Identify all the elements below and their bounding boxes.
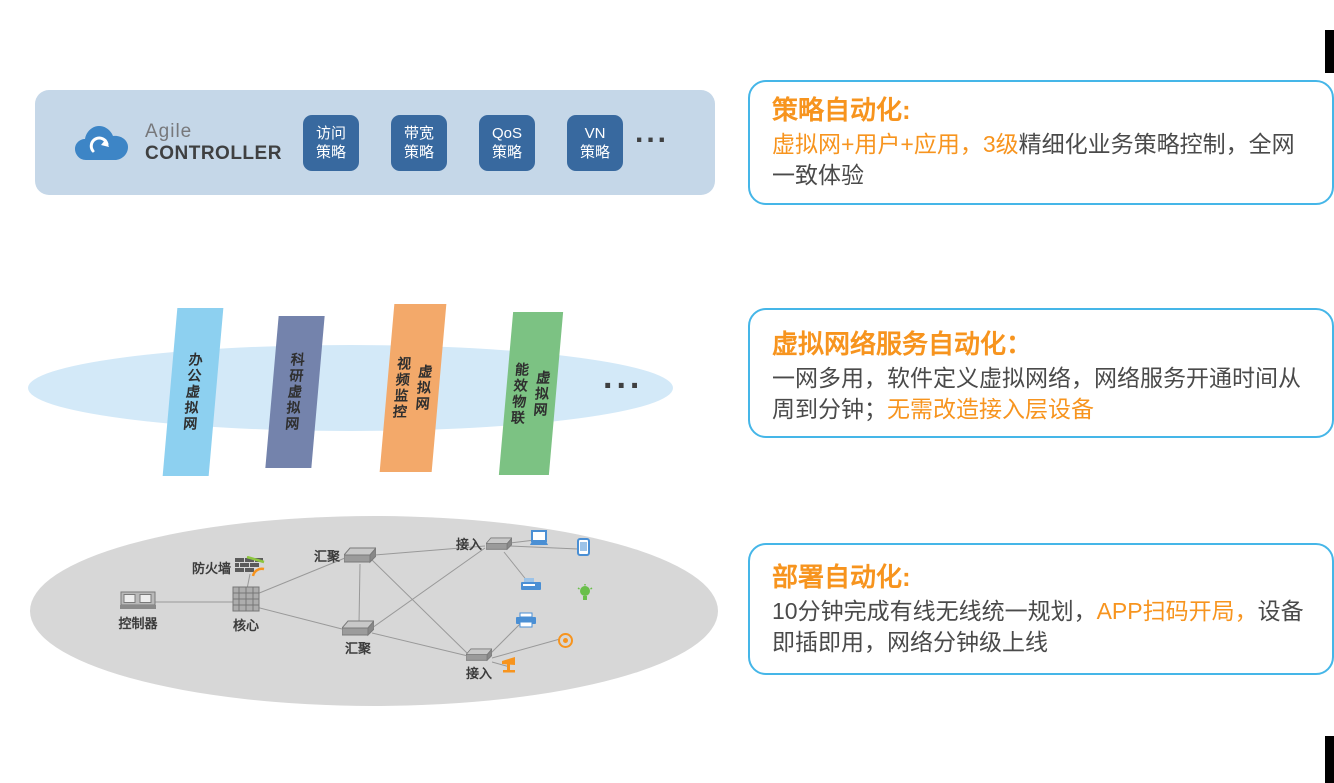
more-vns-ellipsis: ...	[603, 358, 644, 396]
policy-chip-vn: VN 策略	[567, 115, 623, 171]
aggregation-switch-icon	[340, 619, 376, 637]
chip-line: 策略	[579, 144, 610, 161]
card-title: 虚拟网络服务自动化：	[772, 329, 1033, 359]
card-text: 一网多用，软件定义虚拟网络，网络服务开通时间从周到分钟；	[772, 365, 1301, 422]
firewall-label: 防火墙	[192, 560, 232, 576]
policy-chip-access: 访问 策略	[303, 115, 359, 171]
screen-edge-artifact-top	[1325, 30, 1334, 73]
policy-chip-bandwidth: 带宽 策略	[391, 115, 447, 171]
topology-links	[137, 539, 579, 668]
card-deployment-automation: 部署自动化: 10分钟完成有线无线统一规划，APP扫码开局，设备即插即用，网络分…	[748, 543, 1334, 675]
chip-line: 带宽	[403, 125, 434, 142]
chip-line: VN	[584, 125, 606, 142]
access-switch-icon	[465, 647, 493, 662]
vn-bar-label: 科研虚拟网	[283, 352, 307, 432]
core-switch-icon	[231, 586, 261, 614]
access-bottom-node: 接入	[462, 647, 496, 682]
card-body: 10分钟完成有线无线统一规划，APP扫码开局，设备即插即用，网络分钟级上线	[772, 596, 1312, 658]
card-text: 10分钟完成有线无线统一规划，	[772, 598, 1097, 624]
card-vn-service-automation: 虚拟网络服务自动化： 一网多用，软件定义虚拟网络，网络服务开通时间从周到分钟；无…	[748, 308, 1334, 438]
vn-bar-research: 科研虚拟网	[265, 316, 325, 468]
vn-bar-label: 虚拟网	[413, 364, 435, 412]
chip-line: QoS	[491, 125, 522, 142]
access-top-node: 接入	[456, 534, 513, 553]
agile-controller-panel: Agile CONTROLLER 访问 策略 带宽 策略 QoS 策略 VN 策…	[35, 90, 715, 195]
chip-line: 访问	[315, 125, 346, 142]
card-text-highlight: 虚拟网+用户+应用，3级	[772, 131, 1019, 157]
card-text-highlight: 无需改造接入层设备	[887, 396, 1094, 422]
access-label: 接入	[456, 537, 483, 552]
vn-bar-label: 视频监控	[391, 356, 413, 420]
virtual-network-ellipse	[28, 345, 673, 431]
vn-bar-office: 办公虚拟网	[162, 308, 224, 476]
controller-icon	[120, 588, 156, 612]
printer-icon	[515, 612, 537, 628]
card-text: 精细化业务策略控制，全网一致体验	[772, 131, 1295, 188]
brand-name: Agile	[145, 120, 193, 142]
chip-line: 策略	[491, 144, 522, 161]
aggregation-label: 汇聚	[314, 549, 341, 564]
tablet-icon	[577, 538, 590, 556]
bulb-icon	[577, 584, 593, 602]
firewall-node: 防火墙	[192, 555, 265, 578]
aggregation-bottom-node: 汇聚	[340, 619, 376, 657]
card-body: 一网多用，软件定义虚拟网络，网络服务开通时间从周到分钟；无需改造接入层设备	[772, 363, 1312, 425]
vn-bar-label: 虚拟网	[531, 369, 553, 418]
vn-bar-label: 能效物联	[509, 361, 531, 426]
screen-edge-artifact-bottom	[1325, 736, 1334, 783]
card-policy-automation: 策略自动化: 虚拟网+用户+应用，3级精细化业务策略控制，全网一致体验	[748, 80, 1334, 205]
controller-node: 控制器	[112, 588, 164, 632]
card-text-highlight: APP扫码开局，	[1096, 598, 1258, 624]
aggregation-label: 汇聚	[344, 641, 371, 656]
laptop-icon	[527, 530, 551, 547]
more-policies-ellipsis: ...	[635, 116, 670, 149]
access-label: 接入	[465, 666, 492, 681]
ptz-camera-icon	[501, 656, 521, 675]
card-body: 虚拟网+用户+应用，3级精细化业务策略控制，全网一致体验	[772, 129, 1312, 191]
vn-bar-video-surveillance: 视频监控 虚拟网	[379, 304, 447, 472]
cloud-icon	[73, 123, 131, 163]
chip-line: 策略	[315, 144, 346, 161]
dome-camera-icon	[557, 632, 574, 649]
core-node: 核心	[226, 586, 266, 634]
card-title: 部署自动化:	[772, 562, 911, 592]
aggregation-top-node: 汇聚	[314, 546, 378, 565]
policy-chip-qos: QoS 策略	[479, 115, 535, 171]
brand-name-bold: CONTROLLER	[145, 142, 282, 164]
firewall-icon	[235, 555, 265, 578]
card-title: 策略自动化:	[772, 95, 911, 125]
scanner-icon	[519, 577, 543, 592]
core-label: 核心	[232, 618, 259, 633]
brand: Agile CONTROLLER	[145, 121, 282, 165]
vn-bar-label: 办公虚拟网	[181, 352, 205, 432]
aggregation-switch-icon	[342, 546, 378, 564]
controller-label: 控制器	[118, 616, 158, 631]
card-text: 设备即插即用，网络分钟级上线	[772, 598, 1304, 655]
vn-bar-energy-iot: 能效物联 虚拟网	[498, 312, 564, 475]
access-switch-icon	[485, 536, 513, 551]
chip-line: 策略	[403, 144, 434, 161]
